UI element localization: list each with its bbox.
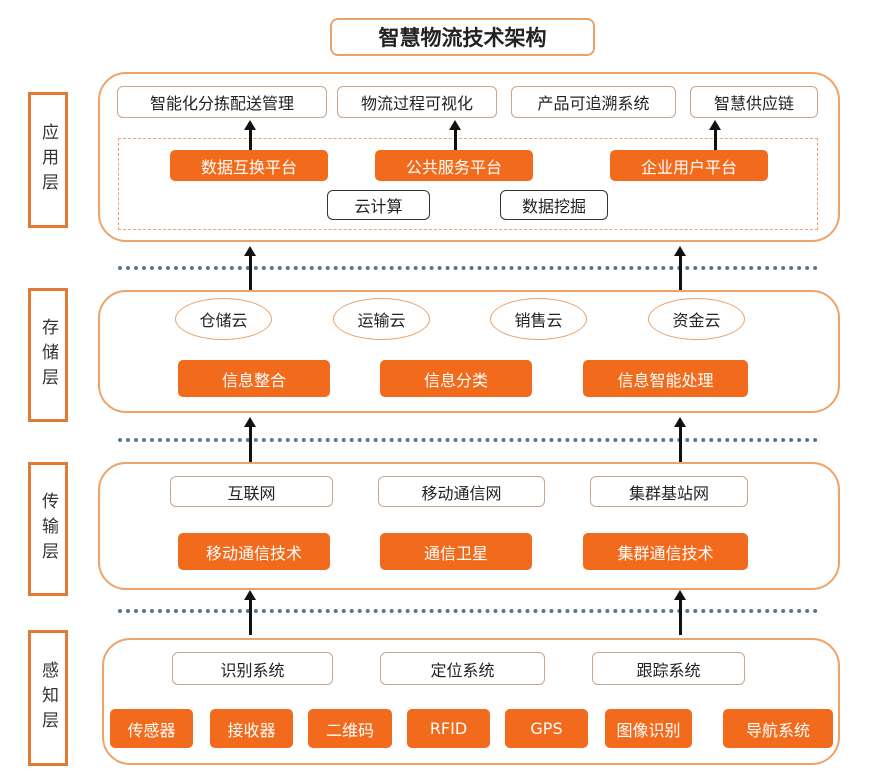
processing-box: 信息智能处理 xyxy=(583,360,748,397)
network-box: 互联网 xyxy=(170,476,333,507)
arrow-up-icon xyxy=(244,590,256,635)
system-box: 识别系统 xyxy=(172,652,333,685)
device-box: RFID xyxy=(407,709,490,748)
layer-divider xyxy=(118,609,818,613)
cloud-ellipse: 运输云 xyxy=(333,298,430,340)
layer-label-text: 传输层 xyxy=(38,491,58,567)
tech-box: 云计算 xyxy=(327,190,430,220)
arrow-up-icon xyxy=(709,120,721,150)
app-box: 产品可追溯系统 xyxy=(511,86,676,118)
layer-label-text: 应用层 xyxy=(38,122,58,198)
transport-tech-box: 通信卫星 xyxy=(380,533,532,570)
arrow-up-icon xyxy=(674,246,686,290)
diagram-title: 智慧物流技术架构 xyxy=(330,18,595,56)
device-box: 导航系统 xyxy=(723,709,833,748)
cloud-ellipse: 仓储云 xyxy=(175,298,272,340)
layer-label-text: 感知层 xyxy=(38,660,58,736)
device-box: 二维码 xyxy=(308,709,392,748)
layer-label-app: 应用层 xyxy=(28,92,68,228)
platform-box: 数据互换平台 xyxy=(170,150,328,181)
device-box: 接收器 xyxy=(210,709,293,748)
system-box: 跟踪系统 xyxy=(592,652,745,685)
app-box: 智慧供应链 xyxy=(690,86,818,118)
tech-box: 数据挖掘 xyxy=(500,190,608,220)
platform-box: 公共服务平台 xyxy=(375,150,533,181)
storage-layer-panel xyxy=(98,290,840,413)
layer-divider xyxy=(118,266,818,270)
arrow-up-icon xyxy=(674,417,686,462)
cloud-ellipse: 销售云 xyxy=(490,298,587,340)
transport-layer-panel xyxy=(98,462,840,590)
device-box: 传感器 xyxy=(110,709,193,748)
device-box: 图像识别 xyxy=(605,709,692,748)
perception-layer-panel xyxy=(102,638,840,765)
arrow-up-icon xyxy=(244,417,256,462)
device-box: GPS xyxy=(505,709,588,748)
transport-tech-box: 集群通信技术 xyxy=(583,533,748,570)
network-box: 集群基站网 xyxy=(590,476,748,507)
processing-box: 信息整合 xyxy=(178,360,330,397)
app-box: 智能化分拣配送管理 xyxy=(117,86,327,118)
arrow-up-icon xyxy=(449,120,461,150)
transport-tech-box: 移动通信技术 xyxy=(178,533,330,570)
arrow-up-icon xyxy=(244,246,256,290)
arrow-up-icon xyxy=(244,120,256,150)
layer-label-text: 存储层 xyxy=(38,317,58,393)
system-box: 定位系统 xyxy=(380,652,545,685)
layer-label-transport: 传输层 xyxy=(28,462,68,596)
platform-box: 企业用户平台 xyxy=(610,150,768,181)
arrow-up-icon xyxy=(674,590,686,635)
app-layer-panel xyxy=(98,72,840,242)
network-box: 移动通信网 xyxy=(378,476,545,507)
layer-label-storage: 存储层 xyxy=(28,288,68,422)
processing-box: 信息分类 xyxy=(380,360,532,397)
platform-dashed-group xyxy=(118,138,818,230)
layer-label-perception: 感知层 xyxy=(28,630,68,766)
cloud-ellipse: 资金云 xyxy=(648,298,745,340)
app-box: 物流过程可视化 xyxy=(337,86,497,118)
layer-divider xyxy=(118,438,818,442)
